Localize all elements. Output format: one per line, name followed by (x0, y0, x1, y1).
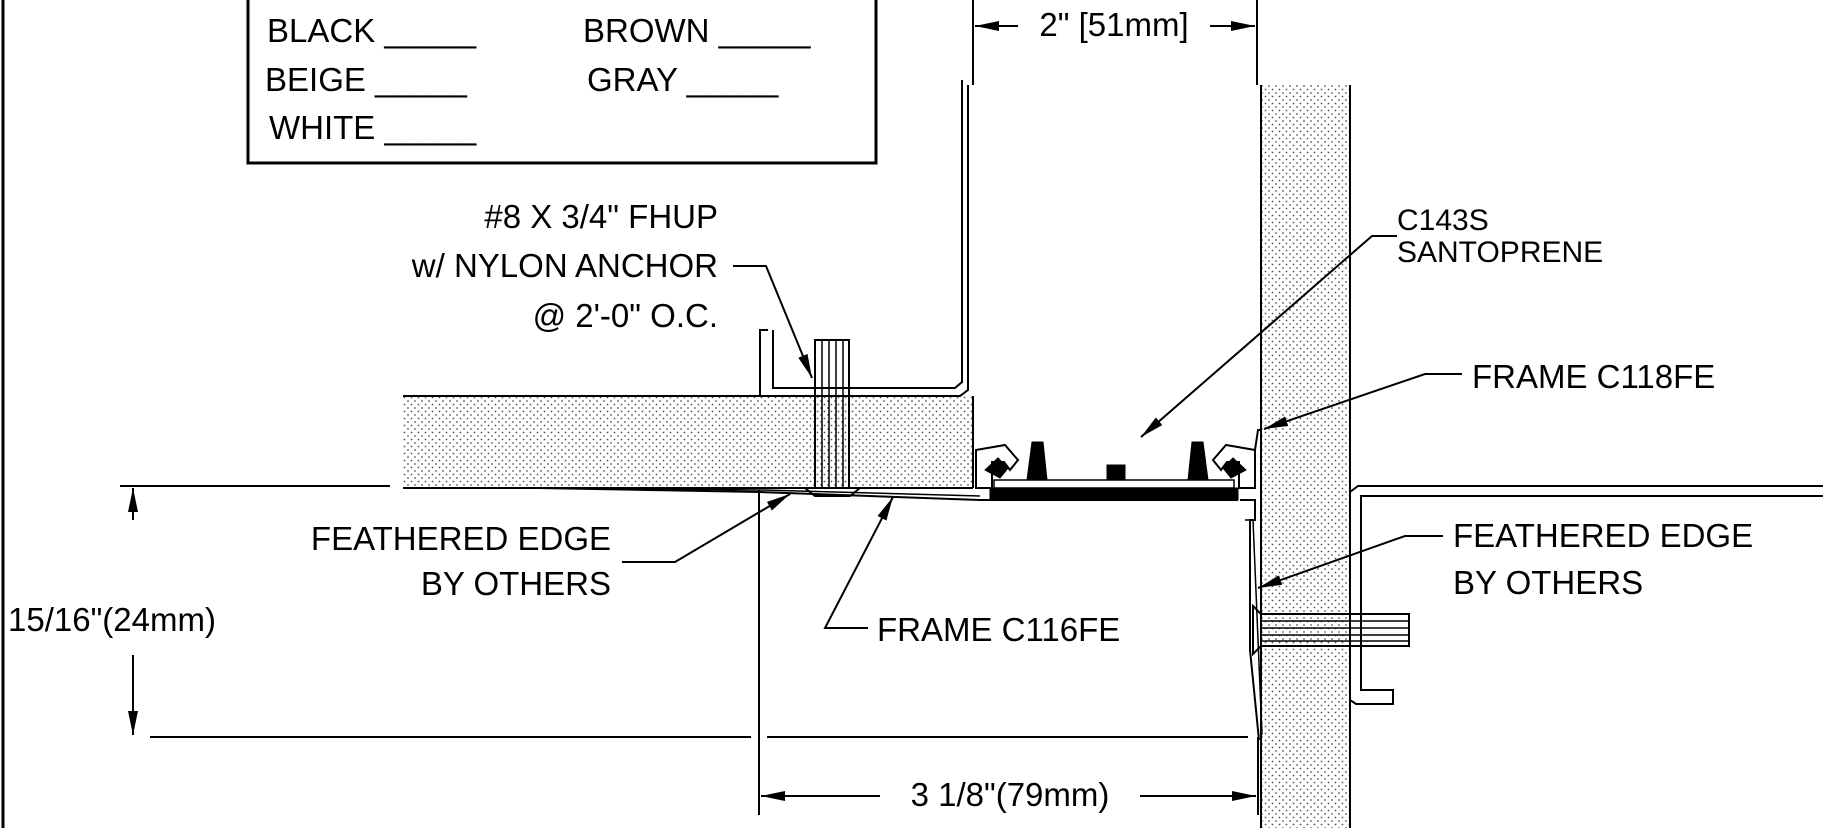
frame-right-label: FRAME C118FE (1472, 358, 1715, 395)
frame-left-label: FRAME C116FE (877, 611, 1120, 648)
right-screw-head (1252, 603, 1262, 657)
height-dimension: 15/16"(24mm) (8, 488, 216, 735)
left-slab (403, 395, 974, 489)
insert-label-line2: SANTOPRENE (1397, 236, 1603, 269)
insert-center-nub (1106, 464, 1126, 481)
color-white-option: WHITE _____ (269, 109, 477, 146)
color-brown-option: BROWN _____ (583, 12, 811, 49)
insert-callout: C143S SANTOPRENE (1140, 204, 1603, 438)
color-black-option: BLACK _____ (267, 12, 477, 49)
insert-label-line1: C143S (1397, 204, 1489, 237)
frame-left-upper-leg (759, 85, 969, 397)
right-ledge-profile (1349, 485, 1823, 705)
frame-left-leader (823, 496, 894, 629)
screw-anchor (802, 339, 863, 497)
insert-right-clip (1211, 443, 1256, 489)
frame-right-leader (1263, 373, 1462, 430)
frame-right-callout: FRAME C118FE (1263, 358, 1715, 430)
feathered-left-line1: FEATHERED EDGE (311, 520, 611, 557)
insert-rib-left (1026, 441, 1048, 481)
screw-label-line3: @ 2'-0" O.C. (533, 297, 718, 334)
top-width-dimension: 2" [51mm] (972, 0, 1258, 85)
feathered-edge-left-callout: FEATHERED EDGE BY OTHERS (311, 493, 791, 602)
bottom-width-label: 3 1/8"(79mm) (911, 776, 1110, 813)
right-ledge (1349, 485, 1823, 705)
frame-left-upper-leg-inner (772, 80, 963, 389)
color-beige-option: BEIGE _____ (265, 61, 467, 98)
screw-leader (733, 265, 813, 379)
frame-right-face (1240, 499, 1260, 741)
feathered-edge-right-callout: FEATHERED EDGE BY OTHERS (1257, 517, 1753, 601)
color-gray-option: GRAY _____ (587, 61, 779, 98)
color-box-frame (246, 0, 878, 165)
right-wall (1260, 85, 1351, 828)
height-label: 15/16"(24mm) (8, 601, 216, 638)
frame-c116fe-profile (759, 80, 969, 397)
frame-left-callout: FRAME C116FE (823, 496, 1120, 648)
screw-label-line1: #8 X 3/4" FHUP (484, 198, 718, 235)
screw-label-line2: w/ NYLON ANCHOR (411, 247, 718, 284)
insert-rib-right (1187, 441, 1209, 481)
left-slab-concrete (403, 396, 973, 488)
top-width-label: 2" [51mm] (1039, 6, 1188, 43)
color-selection-box: BLACK _____ BROWN _____ BEIGE _____ GRAY… (246, 0, 878, 165)
insert-leader (1140, 235, 1397, 438)
santoprene-insert (975, 441, 1256, 501)
insert-base-strip (989, 487, 1239, 501)
feathered-right-line1: FEATHERED EDGE (1453, 517, 1753, 554)
feathered-left-line2: BY OTHERS (421, 565, 611, 602)
feathered-left-leader (622, 493, 791, 563)
bottom-width-dimension: 3 1/8"(79mm) (758, 490, 1259, 815)
right-wall-concrete (1261, 85, 1350, 828)
feathered-right-leader (1257, 535, 1443, 589)
insert-left-clip (975, 443, 1020, 489)
feathered-right-line2: BY OTHERS (1453, 564, 1643, 601)
frame-c118fe-profile (1240, 429, 1410, 741)
screw-callout: #8 X 3/4" FHUP w/ NYLON ANCHOR @ 2'-0" O… (411, 198, 813, 379)
